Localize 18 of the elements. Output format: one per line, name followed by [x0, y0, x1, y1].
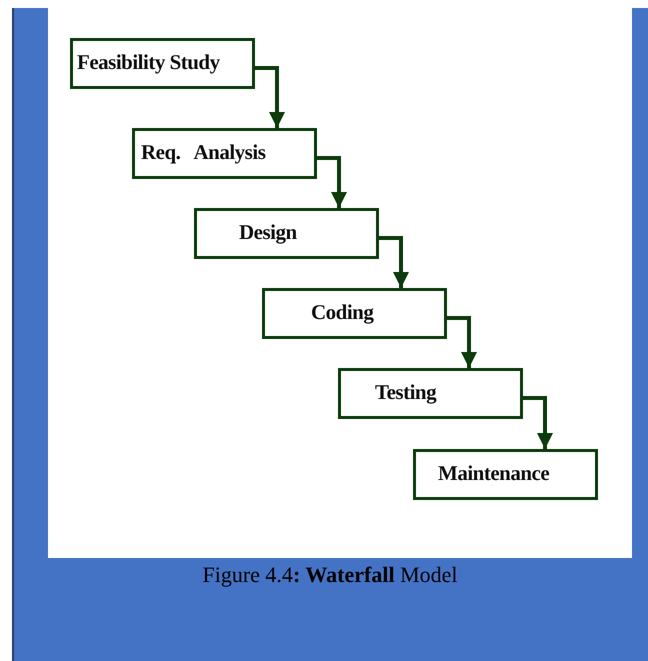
stage-label: Req. Analysis — [141, 140, 266, 165]
stage-label: Design — [239, 220, 297, 245]
figure-caption: Figure 4.4: Waterfall Model — [202, 562, 458, 587]
arrow — [523, 396, 553, 449]
process-box — [194, 208, 379, 259]
process-box — [413, 449, 598, 500]
process-box — [70, 38, 255, 89]
stage-label: Feasibility Study — [77, 50, 220, 75]
arrow — [379, 236, 409, 288]
stage-label: Maintenance — [438, 461, 550, 486]
arrow — [447, 316, 477, 368]
arrow — [255, 66, 285, 128]
process-box — [262, 288, 447, 339]
arrow — [317, 156, 347, 208]
stage-label: Testing — [375, 380, 436, 405]
process-box — [132, 128, 317, 179]
process-box — [338, 368, 523, 419]
stage-label: Coding — [311, 300, 374, 325]
